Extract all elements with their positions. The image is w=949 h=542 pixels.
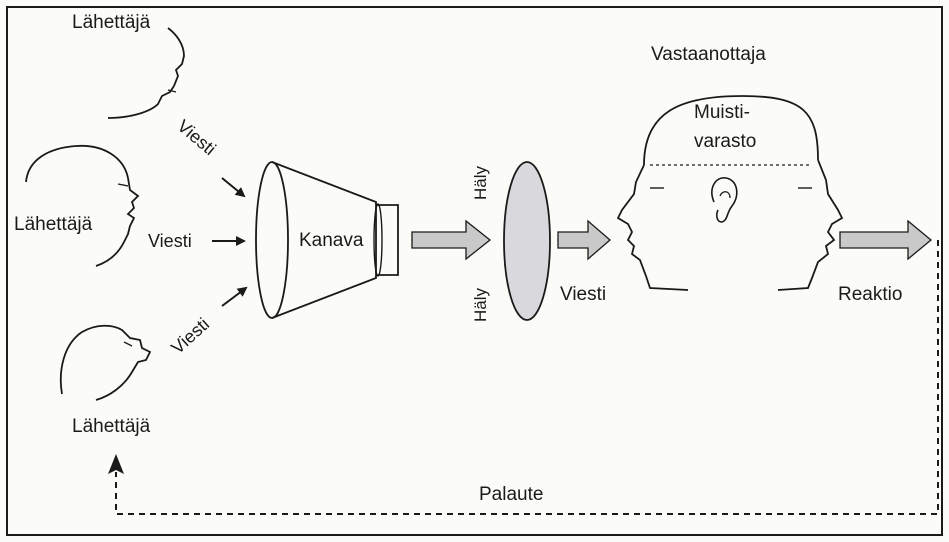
channel-label: Kanava <box>299 230 364 251</box>
arrow-top <box>222 178 244 196</box>
sender-label-top: Lähettäjä <box>72 12 151 33</box>
message-label-middle: Viesti <box>148 231 192 251</box>
block-arrow-filter-to-receiver <box>558 221 610 259</box>
noise-label-top: Häly <box>471 165 490 200</box>
diagram-frame <box>7 7 942 535</box>
block-arrow-reaction <box>840 221 931 259</box>
sender-label-middle: Lähettäjä <box>14 214 93 235</box>
sender-label-bottom: Lähettäjä <box>72 416 151 437</box>
noise-label-bottom: Häly <box>471 287 490 322</box>
block-arrow-channel-to-filter <box>412 221 490 259</box>
feedback-arrowhead <box>108 454 124 474</box>
arrow-bottom <box>222 288 246 306</box>
receiver-label: Vastaanottaja <box>651 44 766 65</box>
ear-icon <box>712 178 737 222</box>
memory-label-line2: varasto <box>694 131 756 152</box>
message-label-bottom: Viesti <box>167 314 213 358</box>
message-label-right: Viesti <box>560 284 606 305</box>
message-label-top: Viesti <box>173 116 219 159</box>
sender-head-bottom <box>61 326 150 400</box>
sender-head-middle <box>26 146 138 266</box>
feedback-label: Palaute <box>479 484 543 505</box>
memory-label-line1: Muisti- <box>694 102 750 123</box>
noise-filter <box>504 162 550 320</box>
sender-head-top <box>108 28 184 118</box>
reaction-label: Reaktio <box>838 284 902 305</box>
receiver-head <box>618 96 842 290</box>
